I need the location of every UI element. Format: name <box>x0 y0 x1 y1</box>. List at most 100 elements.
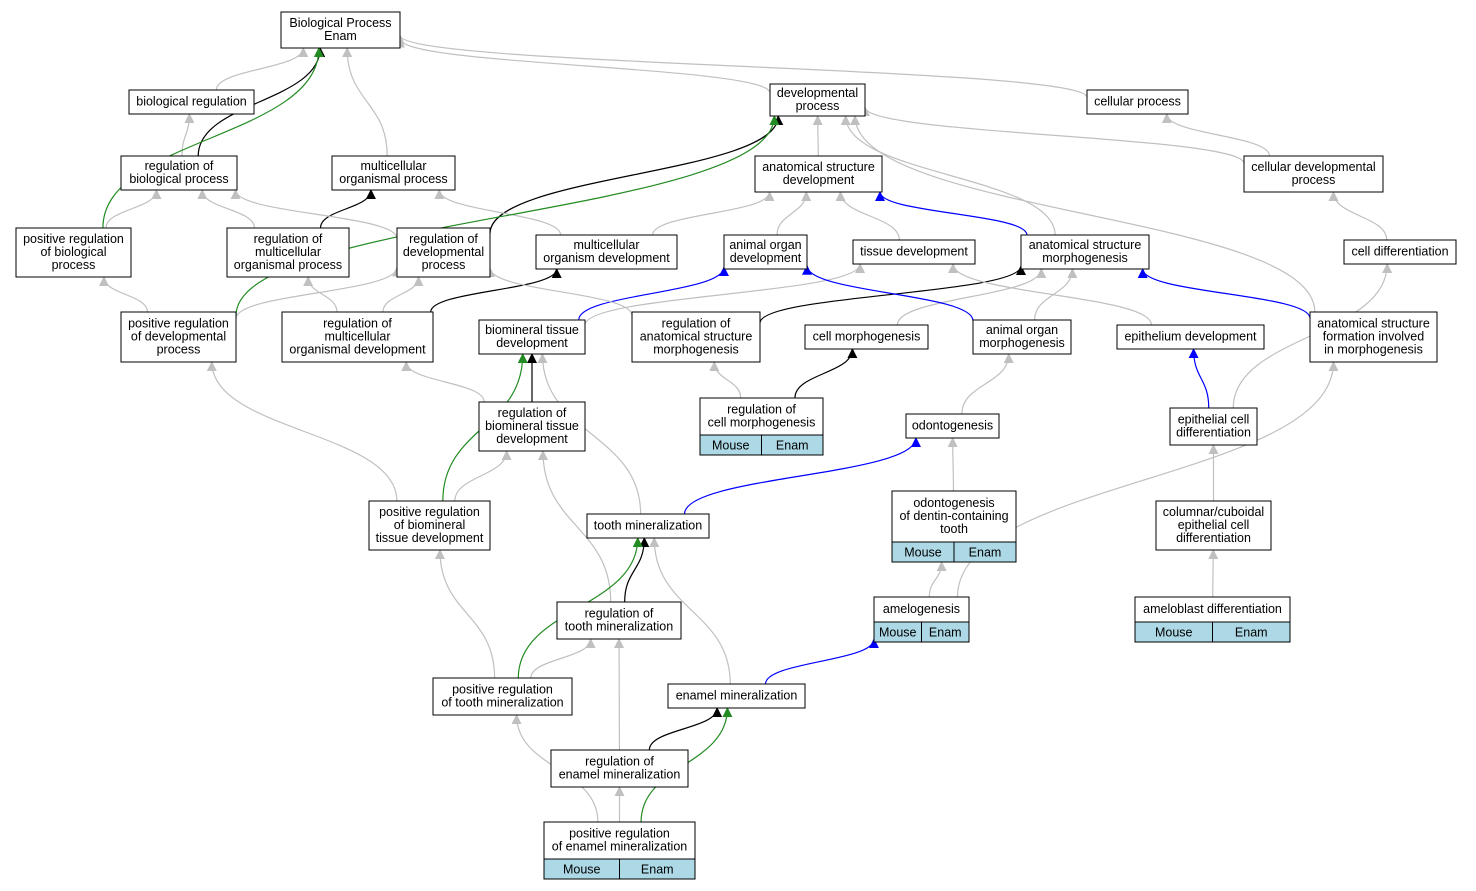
node-odonto[interactable]: odontogenesis <box>905 413 1000 439</box>
node-box <box>1086 89 1189 115</box>
node-label-line: Biological Process <box>289 16 391 30</box>
edge-posregtooth-to-regtoothmin <box>530 638 596 679</box>
node-label-line: anatomical structure <box>640 330 753 344</box>
node-box <box>972 319 1072 355</box>
node-label-line: biomineral tissue <box>485 323 579 337</box>
node-label-line: development <box>496 336 568 350</box>
node-label-line: positive regulation <box>569 827 670 841</box>
tag-label-enam: Enam <box>641 863 674 877</box>
node-label-line: tissue development <box>376 531 484 545</box>
edge-celldevproc-to-cellproc <box>1161 113 1271 157</box>
edge-epidev-to-tissdev <box>948 263 1153 326</box>
edge-animorgmorph-to-animorgdev <box>802 264 974 321</box>
node-label-line: positive regulation <box>379 505 480 519</box>
node-box <box>852 239 976 265</box>
edge-celldiff-to-celldevproc <box>1328 191 1388 241</box>
node-box <box>667 683 806 709</box>
edge-anatmorph-to-anatdev <box>875 191 1028 236</box>
node-label-line: of biological <box>40 245 106 259</box>
node-celldiff[interactable]: cell differentiation <box>1343 239 1457 265</box>
edge-tissdev-to-anatdev <box>835 191 900 241</box>
node-label-line: formation involved <box>1323 330 1424 344</box>
edge-posregtooth-to-posregbiomin <box>434 549 496 679</box>
node-box <box>281 311 434 363</box>
edge-animorgdev-to-anatdev <box>776 191 812 236</box>
node-label-line: epithelium development <box>1124 330 1257 344</box>
edge-toothmin-to-biomintiss <box>537 353 642 515</box>
edge-regdevproc-to-regbio <box>230 189 398 239</box>
node-box <box>368 500 491 551</box>
node-box <box>478 319 586 355</box>
node-cellproc[interactable]: cellular process <box>1086 89 1189 115</box>
edges-layer <box>98 34 1393 823</box>
node-box <box>128 89 255 115</box>
node-label-line: regulation of <box>662 317 731 331</box>
node-label-line: epithelial cell <box>1178 518 1250 532</box>
tag-cell <box>921 621 970 643</box>
node-box <box>804 324 929 350</box>
node-label-line: regulation of <box>323 317 392 331</box>
tag-label-mouse: Mouse <box>1155 626 1193 640</box>
node-label-line: morphogenesis <box>979 336 1064 350</box>
node-label-line: process <box>422 258 466 272</box>
node-box <box>120 155 238 191</box>
node-label-line: of enamel mineralization <box>552 840 688 854</box>
node-label-line: biological regulation <box>136 95 247 109</box>
node-box <box>754 155 883 193</box>
node-label-line: regulation of <box>409 232 478 246</box>
node-tissdev[interactable]: tissue development <box>852 239 976 265</box>
node-enammin[interactable]: enamel mineralization <box>667 683 806 709</box>
node-label-line: development <box>783 173 855 187</box>
node-bioreg[interactable]: biological regulation <box>128 89 255 115</box>
edge-posregdev-to-devproc <box>235 115 780 316</box>
node-label-line: organismal process <box>339 172 447 186</box>
edge-posregbiomin-to-posregdev <box>206 361 398 502</box>
tag-label-mouse: Mouse <box>904 546 942 560</box>
node-label-line: regulation of <box>145 159 214 173</box>
edge-odontodentin-to-odonto <box>947 437 958 492</box>
node-cellmorph[interactable]: cell morphogenesis <box>804 324 929 350</box>
node-box <box>556 601 682 640</box>
edge-regmultproc-to-multorgproc <box>319 189 376 229</box>
edge-posregbio-to-regbio <box>105 189 162 229</box>
node-toothmin[interactable]: tooth mineralization <box>586 513 710 539</box>
edge-reganatmorph-to-anatmorph <box>759 264 1026 324</box>
node-label-line: developmental <box>403 245 484 259</box>
node-label-line: of tooth mineralization <box>441 696 563 710</box>
node-label-line: process <box>796 99 840 113</box>
node-epidev[interactable]: epithelium development <box>1116 324 1265 350</box>
edge-odonto-to-animorgmorph <box>961 353 1014 415</box>
edge-anatform-to-devproc <box>850 115 1316 313</box>
edge-regmultdev-to-regdevproc <box>382 276 424 313</box>
